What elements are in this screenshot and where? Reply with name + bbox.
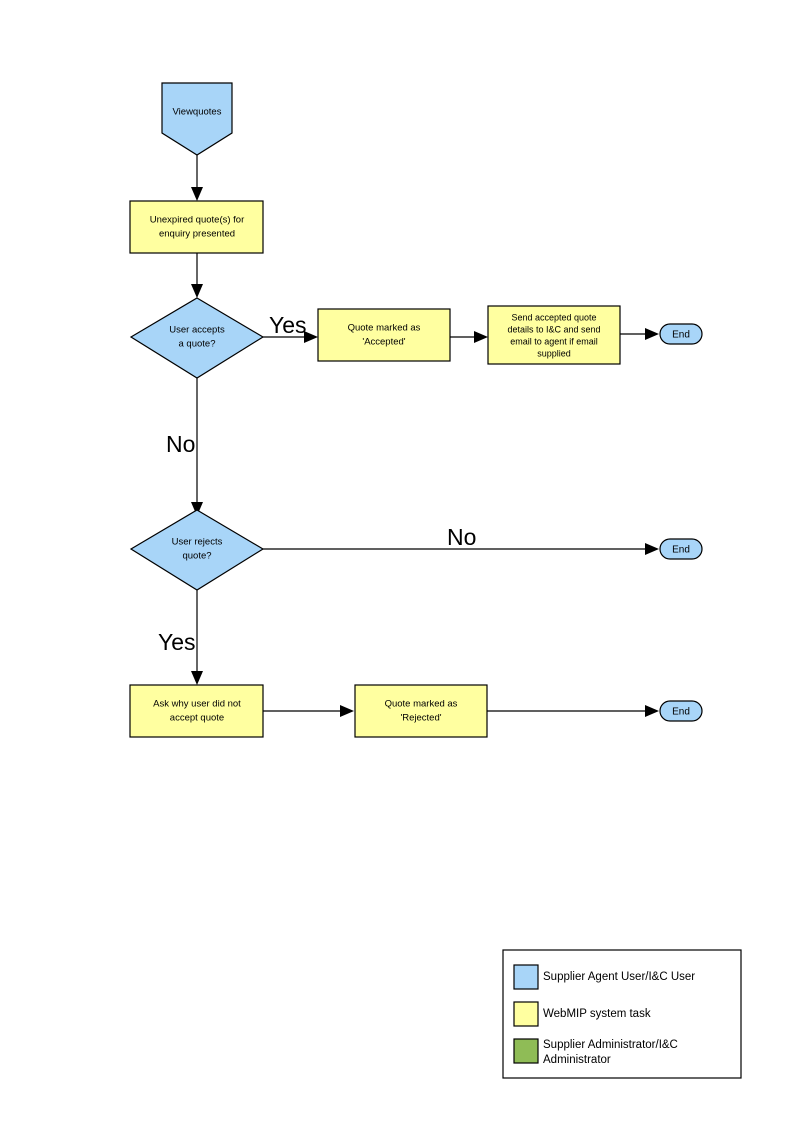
legend-swatch-actor-blue bbox=[513, 964, 539, 990]
node-marked-rejected-line1: Quote marked as bbox=[385, 699, 458, 710]
node-quote-marked-rejected[interactable]: Quote marked as 'Rejected' bbox=[354, 684, 488, 738]
node-marked-accepted-line2: 'Accepted' bbox=[362, 337, 405, 348]
edge-ask-why-to-marked-rejected bbox=[263, 705, 354, 717]
node-send-accepted-details[interactable]: Send accepted quote details to I&C and s… bbox=[487, 305, 621, 365]
node-decision-user-rejects[interactable]: User rejects quote? bbox=[129, 509, 265, 591]
edge-marked-rejected-to-end-rejected bbox=[487, 705, 659, 717]
branch-label-reject-no: No bbox=[447, 524, 476, 550]
node-end-reject-no-label: End bbox=[672, 545, 690, 556]
node-end-accept-label: End bbox=[672, 330, 690, 341]
node-marked-accepted-line1: Quote marked as bbox=[348, 323, 421, 334]
branch-label-accept-yes: Yes bbox=[269, 312, 307, 338]
edge-reject-no-to-end bbox=[263, 543, 659, 555]
node-ask-why-line2: accept quote bbox=[170, 713, 224, 724]
edge-reject-yes-to-ask-why bbox=[191, 590, 203, 685]
node-send-details-line2: details to I&C and send bbox=[507, 324, 600, 334]
node-send-details-line1: Send accepted quote bbox=[511, 312, 596, 322]
node-decision-reject-line2: quote? bbox=[182, 551, 211, 562]
node-unexpired-line1: Unexpired quote(s) for bbox=[150, 215, 245, 226]
edge-accept-no-to-decision-reject bbox=[191, 378, 203, 516]
legend-item-supplier-administrator: Supplier Administrator/I&C Administrator bbox=[513, 1038, 678, 1066]
node-unexpired-line2: enquiry presented bbox=[159, 229, 235, 240]
branch-label-reject-yes: Yes bbox=[158, 629, 196, 655]
edge-unexpired-to-decision-accept bbox=[191, 253, 203, 298]
node-decision-reject-line1: User rejects bbox=[172, 537, 223, 548]
node-decision-accept-line1: User accepts bbox=[169, 325, 225, 336]
node-quote-marked-accepted[interactable]: Quote marked as 'Accepted' bbox=[317, 308, 451, 362]
node-start-viewquotes[interactable]: Viewquotes bbox=[161, 82, 233, 156]
edge-send-details-to-end-accept bbox=[620, 328, 659, 340]
legend: Supplier Agent User/I&C User WebMIP syst… bbox=[502, 949, 742, 1079]
node-ask-why-not-accepted[interactable]: Ask why user did not accept quote bbox=[129, 684, 264, 738]
legend-item-webmip-system-task: WebMIP system task bbox=[513, 1001, 651, 1027]
legend-label-supplier-agent: Supplier Agent User/I&C User bbox=[543, 971, 695, 983]
node-unexpired-quotes[interactable]: Unexpired quote(s) for enquiry presented bbox=[129, 200, 264, 254]
node-decision-accept-line2: a quote? bbox=[179, 339, 216, 350]
node-send-details-line3: email to agent if email bbox=[510, 336, 598, 346]
node-end-rejected-path[interactable]: End bbox=[659, 700, 703, 722]
node-end-accept-path[interactable]: End bbox=[659, 323, 703, 345]
node-send-details-line4: supplied bbox=[537, 348, 571, 358]
node-decision-user-accepts[interactable]: User accepts a quote? bbox=[129, 297, 265, 379]
legend-border bbox=[502, 949, 742, 1079]
node-end-reject-no-path[interactable]: End bbox=[659, 538, 703, 560]
branch-label-accept-no: No bbox=[166, 431, 195, 457]
node-start-label: Viewquotes bbox=[173, 107, 222, 118]
legend-label-webmip-system-task: WebMIP system task bbox=[543, 1008, 651, 1020]
node-ask-why-line1: Ask why user did not bbox=[153, 699, 241, 710]
legend-label-supplier-administrator-line2: Administrator bbox=[543, 1054, 611, 1066]
legend-swatch-admin-green bbox=[513, 1038, 539, 1064]
edge-start-to-unexpired bbox=[191, 155, 203, 201]
node-end-rejected-label: End bbox=[672, 707, 690, 718]
node-marked-rejected-line2: 'Rejected' bbox=[400, 713, 441, 724]
legend-label-supplier-administrator-line1: Supplier Administrator/I&C bbox=[543, 1039, 678, 1051]
edge-marked-accepted-to-send-details bbox=[450, 331, 488, 343]
edge-accept-yes-to-marked-accepted bbox=[263, 331, 318, 343]
legend-item-supplier-agent: Supplier Agent User/I&C User bbox=[513, 964, 695, 990]
legend-swatch-system-yellow bbox=[513, 1001, 539, 1027]
